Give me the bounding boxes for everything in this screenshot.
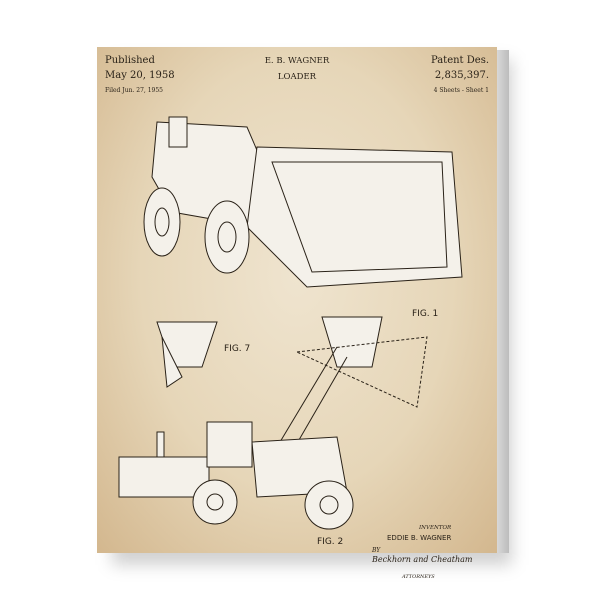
patent-title: LOADER: [277, 72, 317, 82]
canvas-side-edge: [497, 50, 509, 553]
published-label: Published: [105, 55, 155, 66]
fig7-label: FIG. 7: [224, 344, 251, 354]
fig2-label: FIG. 2: [317, 537, 344, 547]
inventor-label: INVENTOR: [419, 525, 452, 531]
patent-number: 2,835,397.: [434, 70, 489, 81]
inventor-name: EDDIE B. WAGNER: [387, 534, 452, 542]
patent-label: Patent Des.: [430, 55, 489, 66]
fig2-side-loader: [118, 421, 354, 530]
fig1-bucket-arm: [276, 316, 428, 453]
sheet-info: 4 Sheets - Sheet 1: [433, 87, 489, 94]
fig7-bucket: [156, 321, 218, 388]
filed-date: Filed Jun. 27, 1955: [105, 87, 163, 94]
attorney-signature: Beckhorn and Cheatham: [372, 555, 473, 564]
attorneys-label: ATTORNEYS: [402, 574, 435, 580]
loader-drawings: [118, 116, 463, 530]
fig-perspective-loader: [143, 116, 463, 288]
published-date: May 20, 1958: [105, 70, 175, 81]
by-label: BY: [372, 547, 381, 554]
patent-canvas-print: Published May 20, 1958 Filed Jun. 27, 19…: [97, 47, 497, 580]
inventor-header: E. B. WAGNER: [264, 56, 330, 66]
fig1-label: FIG. 1: [412, 309, 439, 319]
